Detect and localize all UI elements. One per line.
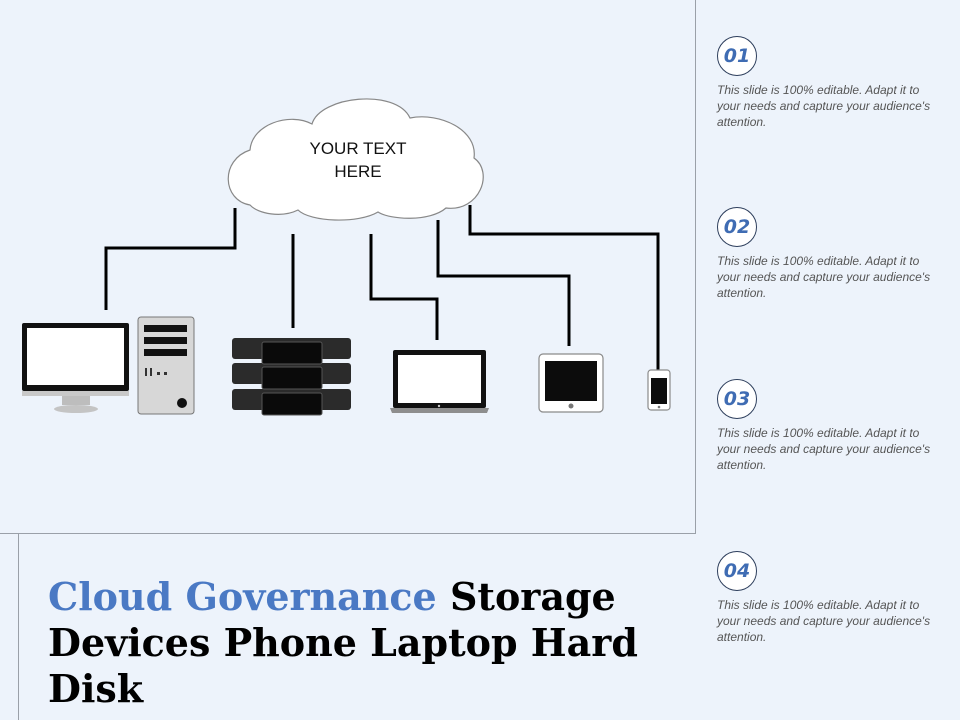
list-item: 01 This slide is 100% editable. Adapt it…: [717, 36, 942, 130]
title-frame: [18, 534, 39, 720]
number-badge: 02: [717, 207, 757, 247]
desktop-computer-icon: [22, 316, 195, 415]
number-badge: 04: [717, 551, 757, 591]
item-description: This slide is 100% editable. Adapt it to…: [717, 83, 931, 129]
list-item: 03 This slide is 100% editable. Adapt it…: [717, 379, 942, 473]
cloud-icon: [227, 98, 484, 221]
diagram-frame: [0, 0, 696, 534]
page-title: Cloud Governance Storage Devices Phone L…: [48, 574, 688, 712]
cloud-label-line1: YOUR TEXT: [309, 139, 407, 158]
number-badge: 03: [717, 379, 757, 419]
laptop-icon: [390, 350, 489, 413]
list-item: 04 This slide is 100% editable. Adapt it…: [717, 551, 942, 645]
title-rest: Storage Devices Phone Laptop Hard Disk: [48, 574, 638, 711]
list-item: 02 This slide is 100% editable. Adapt it…: [717, 207, 942, 301]
cloud-label-line2: HERE: [334, 162, 382, 181]
cloud-label: YOUR TEXT HERE: [288, 137, 428, 183]
number-badge: 01: [717, 36, 757, 76]
phone-icon: [647, 369, 671, 411]
item-description: This slide is 100% editable. Adapt it to…: [717, 598, 931, 644]
title-highlight: Cloud Governance: [48, 574, 437, 619]
item-description: This slide is 100% editable. Adapt it to…: [717, 254, 931, 300]
connector-lines: [104, 205, 660, 370]
item-description: This slide is 100% editable. Adapt it to…: [717, 426, 931, 472]
server-rack-icon: [232, 338, 351, 416]
network-diagram: [22, 98, 671, 416]
tablet-icon: [538, 353, 604, 413]
